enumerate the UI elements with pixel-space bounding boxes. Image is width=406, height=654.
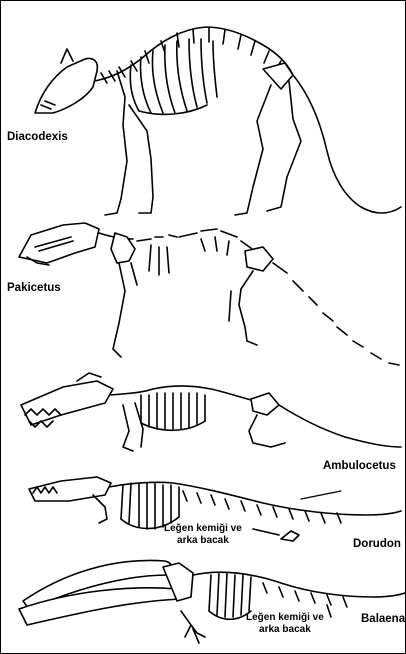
label-ambulocetus: Ambulocetus — [323, 460, 396, 472]
ambulocetus-skeleton — [21, 373, 401, 451]
annotation-line-1: Leğen kemiği ve — [164, 523, 242, 535]
label-pakicetus: Pakicetus — [7, 282, 61, 294]
balaena-pelvis-annotation: Leğen kemiği ve arka bacak — [246, 612, 324, 636]
balaena-skeleton — [19, 560, 405, 643]
label-balaena: Balaena — [361, 613, 405, 625]
label-diacodexis: Diacodexis — [7, 131, 68, 143]
annotation-line-1: Leğen kemiği ve — [246, 612, 324, 624]
label-dorudon: Dorudon — [353, 538, 401, 550]
diacodexis-skeleton — [35, 27, 401, 215]
dorudon-pelvis-annotation: Leğen kemiği ve arka bacak — [164, 523, 242, 547]
annotation-line-2: arka bacak — [246, 624, 324, 636]
pakicetus-skeleton — [19, 223, 399, 365]
dorudon-pointer-line — [301, 491, 341, 499]
annotation-line-2: arka bacak — [164, 535, 242, 547]
